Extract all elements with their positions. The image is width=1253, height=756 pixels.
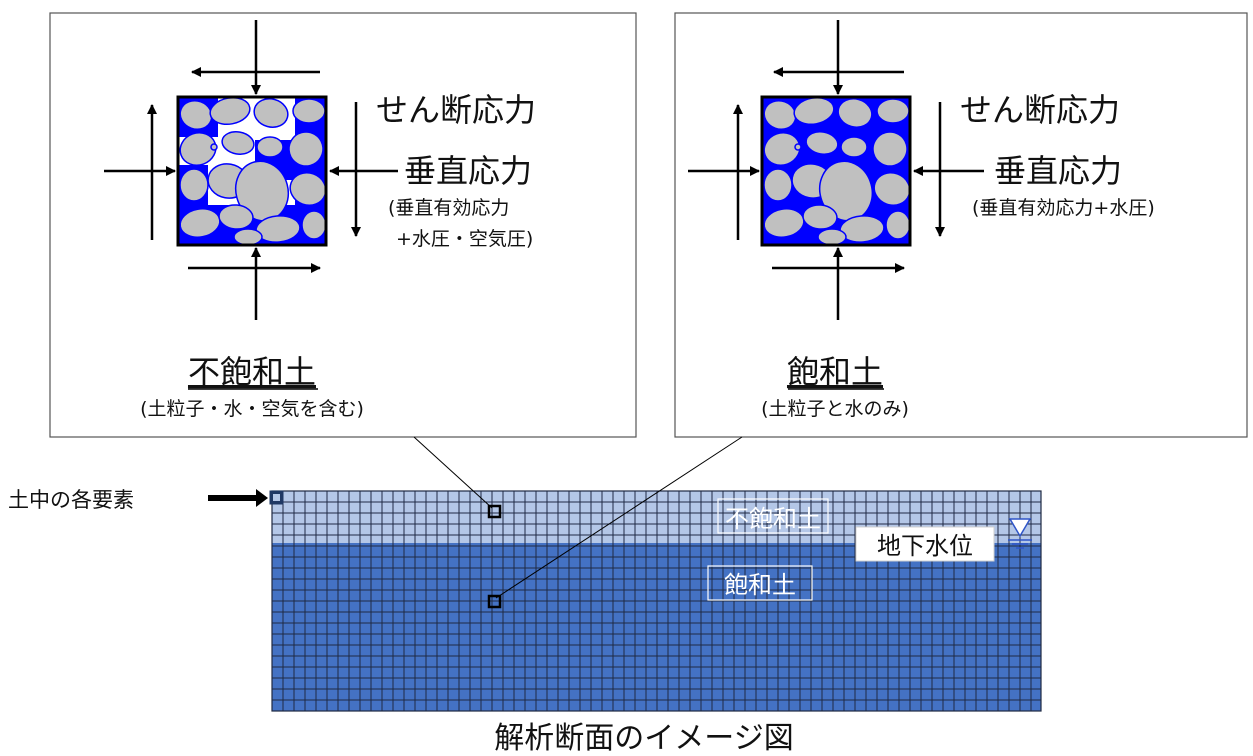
shear-stress-label: せん断応力 — [960, 91, 1120, 129]
soil-particle — [763, 168, 793, 202]
water-level-icon — [1008, 518, 1032, 549]
panel-title: 不飽和土 — [188, 353, 316, 391]
soil-particle — [253, 98, 289, 128]
normal-stress-label: 垂直応力 — [404, 152, 532, 190]
panel-title: 飽和土 — [787, 353, 883, 391]
stress-arrows-unsaturated — [104, 20, 398, 320]
soil-particle — [840, 136, 868, 158]
soil-particles — [763, 97, 910, 245]
saturated-zone-label: 飽和土 — [724, 571, 796, 599]
element-marker-unsaturated — [487, 504, 502, 519]
element-marker-saturated — [487, 594, 502, 609]
soil-particle — [876, 98, 910, 124]
soil-particle — [233, 228, 263, 245]
soil-element-unsaturated — [176, 95, 328, 247]
soil-particle — [872, 131, 908, 167]
soil-particle — [179, 132, 217, 166]
normal-stress-label: 垂直応力 — [994, 152, 1122, 190]
soil-particle — [885, 210, 910, 240]
element-label: 土中の各要素 — [8, 488, 134, 512]
stress-arrows-saturated — [688, 20, 984, 320]
soil-particle — [301, 210, 326, 240]
soil-element-saturated — [760, 95, 912, 247]
soil-particle — [817, 228, 847, 245]
normal-stress-detail: (垂直有効応力 — [388, 197, 509, 219]
soil-particle — [179, 100, 213, 130]
soil-particle — [802, 204, 838, 230]
panel-frame — [49, 12, 637, 438]
water-table-label: 地下水位 — [877, 532, 973, 560]
soil-particle — [292, 98, 326, 124]
normal-stress-detail: (垂直有効応力+水圧) — [972, 197, 1155, 219]
normal-stress-detail: +水圧・空気圧) — [396, 228, 533, 250]
water-table-label-box — [855, 526, 995, 562]
soil-particle — [805, 131, 839, 155]
connector-line — [495, 436, 743, 599]
shear-stress-label: せん断応力 — [376, 91, 536, 129]
analysis-section: 土中の各要素 不飽和土 飽和土 地下水位 — [8, 436, 1042, 712]
soil-particle — [763, 100, 797, 130]
soil-particle — [218, 204, 254, 230]
figure-caption: 解析断面のイメージ図 — [494, 721, 793, 756]
soil-particle — [210, 143, 218, 151]
element-arrow-head — [256, 489, 268, 507]
panel-subtitle: (土粒子と水のみ) — [761, 398, 909, 420]
unsaturated-panel: せん断応力 垂直応力 (垂直有効応力 +水圧・空気圧) 不飽和土 (土粒子・水・… — [49, 12, 637, 438]
soil-particle — [256, 136, 284, 158]
soil-particle — [288, 131, 324, 167]
connector-line — [413, 436, 493, 509]
soil-particles — [179, 97, 326, 245]
soil-particle — [763, 132, 801, 166]
mesh-grid — [272, 491, 1041, 711]
soil-particle — [837, 98, 873, 128]
soil-particle — [794, 143, 802, 151]
unsaturated-zone-label: 不飽和土 — [725, 505, 821, 533]
saturated-panel: せん断応力 垂直応力 (垂直有効応力+水圧) 飽和土 (土粒子と水のみ) — [674, 12, 1248, 438]
soil-particle — [179, 168, 209, 202]
soil-particle — [221, 131, 255, 155]
panel-subtitle: (土粒子・水・空気を含む) — [140, 398, 364, 420]
